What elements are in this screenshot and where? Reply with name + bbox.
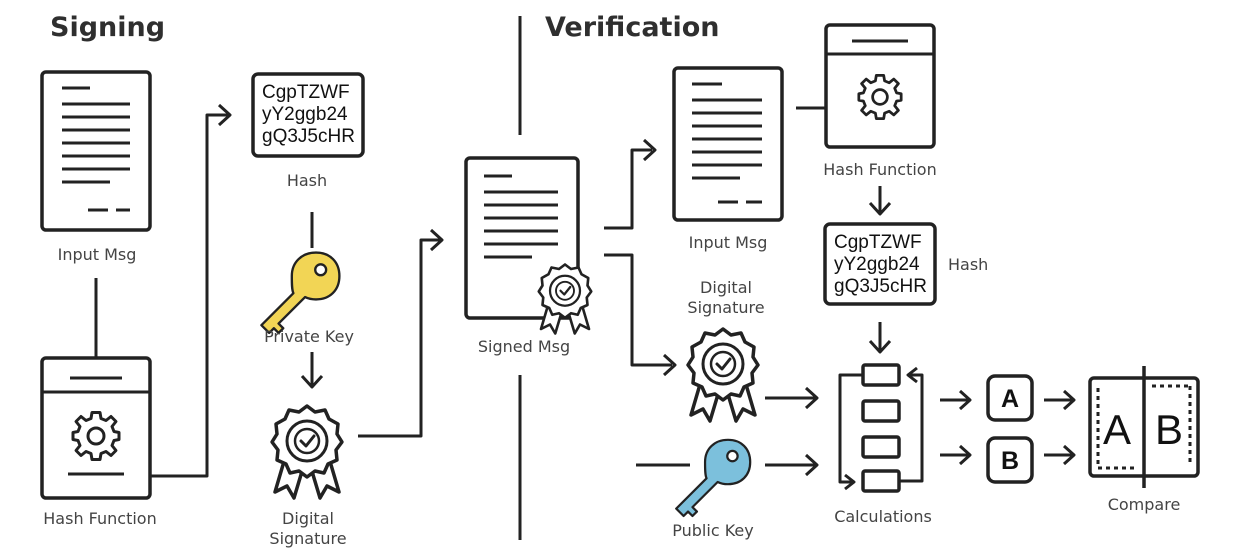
signing-hash-function-label: Hash Function xyxy=(43,509,156,528)
verification-hash-label: Hash xyxy=(948,255,988,274)
arrow-signed-to-input xyxy=(604,148,652,230)
compare-b-label: B xyxy=(1155,406,1183,453)
result-b-box xyxy=(986,436,1034,484)
arrow-signature-to-signed-msg xyxy=(358,238,440,438)
verification-hash-line-1: CgpTZWF xyxy=(834,232,922,253)
signing-hash-line-3: gQ3J5cHR xyxy=(262,126,355,147)
public-key-label: Public Key xyxy=(672,521,753,540)
private-key-icon xyxy=(260,251,341,335)
verification-digital-signature-icon xyxy=(686,327,760,423)
signing-hash-line-2: yY2ggb24 xyxy=(262,104,348,125)
verification-hash-line-3: gQ3J5cHR xyxy=(834,276,927,297)
arrow-hashfn-to-hash xyxy=(150,113,228,478)
signing-digital-signature-label-2: Signature xyxy=(269,529,346,548)
signing-hash-box xyxy=(251,72,365,158)
calculations-icon xyxy=(838,363,924,493)
arrow-signed-to-signature xyxy=(604,253,672,367)
verification-hash-function-icon xyxy=(824,23,936,149)
compare-label: Compare xyxy=(1108,495,1181,514)
calculations-label: Calculations xyxy=(834,507,932,526)
signed-msg-document-icon xyxy=(464,156,593,335)
public-key-icon xyxy=(675,438,752,518)
verification-digital-signature-label-1: Digital xyxy=(700,278,752,297)
verification-input-msg-label: Input Msg xyxy=(689,233,768,252)
verification-hash-line-2: yY2ggb24 xyxy=(834,254,920,275)
private-key-label: Private Key xyxy=(264,327,354,346)
compare-a-label: A xyxy=(1103,406,1131,453)
signing-hash-function-icon xyxy=(40,356,152,500)
signing-input-msg-label: Input Msg xyxy=(58,245,137,264)
signing-heading: Signing xyxy=(50,12,165,43)
compare-icon xyxy=(1088,366,1200,488)
signed-msg-label: Signed Msg xyxy=(478,337,570,356)
result-a-box xyxy=(986,374,1034,422)
verification-heading: Verification xyxy=(545,12,719,43)
result-a-label: A xyxy=(1001,385,1019,413)
signing-digital-signature-icon xyxy=(270,404,344,500)
signing-input-document-icon xyxy=(40,70,152,232)
verification-hash-box xyxy=(823,222,937,306)
verification-digital-signature-label-2: Signature xyxy=(687,298,764,317)
verification-hash-function-label: Hash Function xyxy=(823,160,936,179)
verification-input-document-icon xyxy=(672,66,784,222)
signing-hash-label: Hash xyxy=(287,171,327,190)
signing-digital-signature-label-1: Digital xyxy=(282,509,334,528)
signing-hash-line-1: CgpTZWF xyxy=(262,82,350,103)
result-b-label: B xyxy=(1001,447,1019,475)
